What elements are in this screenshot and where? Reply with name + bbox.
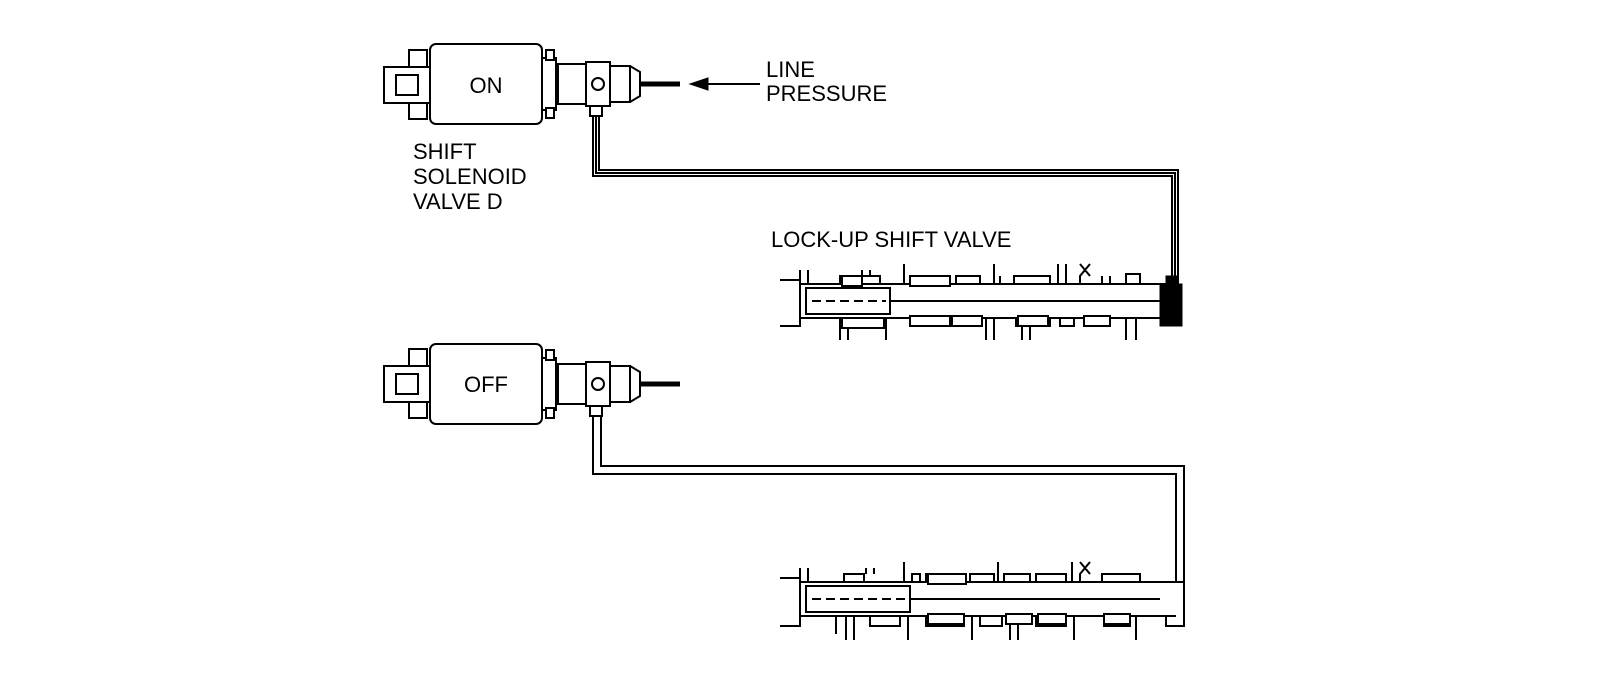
solenoid-bottom: OFF: [383, 343, 680, 425]
solenoid-top-connector: [383, 49, 431, 120]
solenoid-top-state-label: ON: [470, 73, 503, 98]
solenoid-bottom-connector: [383, 348, 431, 419]
lockup-shift-valve-bottom: [780, 561, 1185, 640]
signal-line-bottom: [592, 416, 1185, 582]
line-pressure-label-1: LINE: [766, 57, 815, 82]
signal-line-top: [592, 116, 1179, 284]
lockup-shift-valve-top: [780, 263, 1183, 340]
solenoid-name-label-1: SHIFT: [413, 139, 477, 164]
solenoid-top-fitting: [541, 49, 641, 119]
solenoid-top: ON: [383, 43, 760, 125]
solenoid-bottom-fitting: [541, 349, 641, 419]
line-pressure-arrow: [688, 77, 760, 91]
solenoid-bottom-state-label: OFF: [464, 372, 508, 397]
solenoid-name-label-2: SOLENOID: [413, 164, 527, 189]
valve-title-label: LOCK-UP SHIFT VALVE: [771, 227, 1011, 252]
solenoid-name-label-3: VALVE D: [413, 189, 503, 214]
line-pressure-label-2: PRESSURE: [766, 81, 887, 106]
